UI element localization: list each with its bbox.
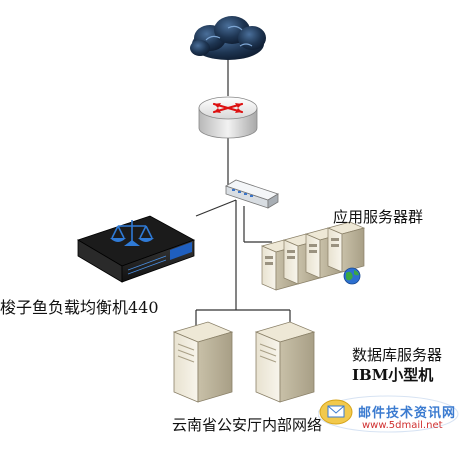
envelope-icon [319,399,353,425]
switch-icon [225,179,279,209]
connection-lines [195,60,291,330]
app-server-icon [326,221,366,273]
watermark-url: www.5dmail.net [362,420,443,431]
load-balancer-icon [77,215,195,283]
load-balancer-label: 梭子鱼负载均衡机440 [0,298,159,317]
watermark-title: 邮件技术资讯网 [358,406,457,421]
router-icon [198,96,258,139]
cloud-icon [190,16,266,60]
db-server-icon [172,321,234,403]
globe-icon [343,267,361,285]
app-servers-label: 应用服务器群 [333,208,424,226]
watermark-logo [318,395,459,433]
app-server-group [260,221,366,291]
intranet-label: 云南省公安厅内部网络 [172,416,323,434]
db-model-label: IBM小型机 [352,366,434,384]
db-server-icon [254,321,316,403]
db-servers-label: 数据库服务器 [352,346,443,364]
